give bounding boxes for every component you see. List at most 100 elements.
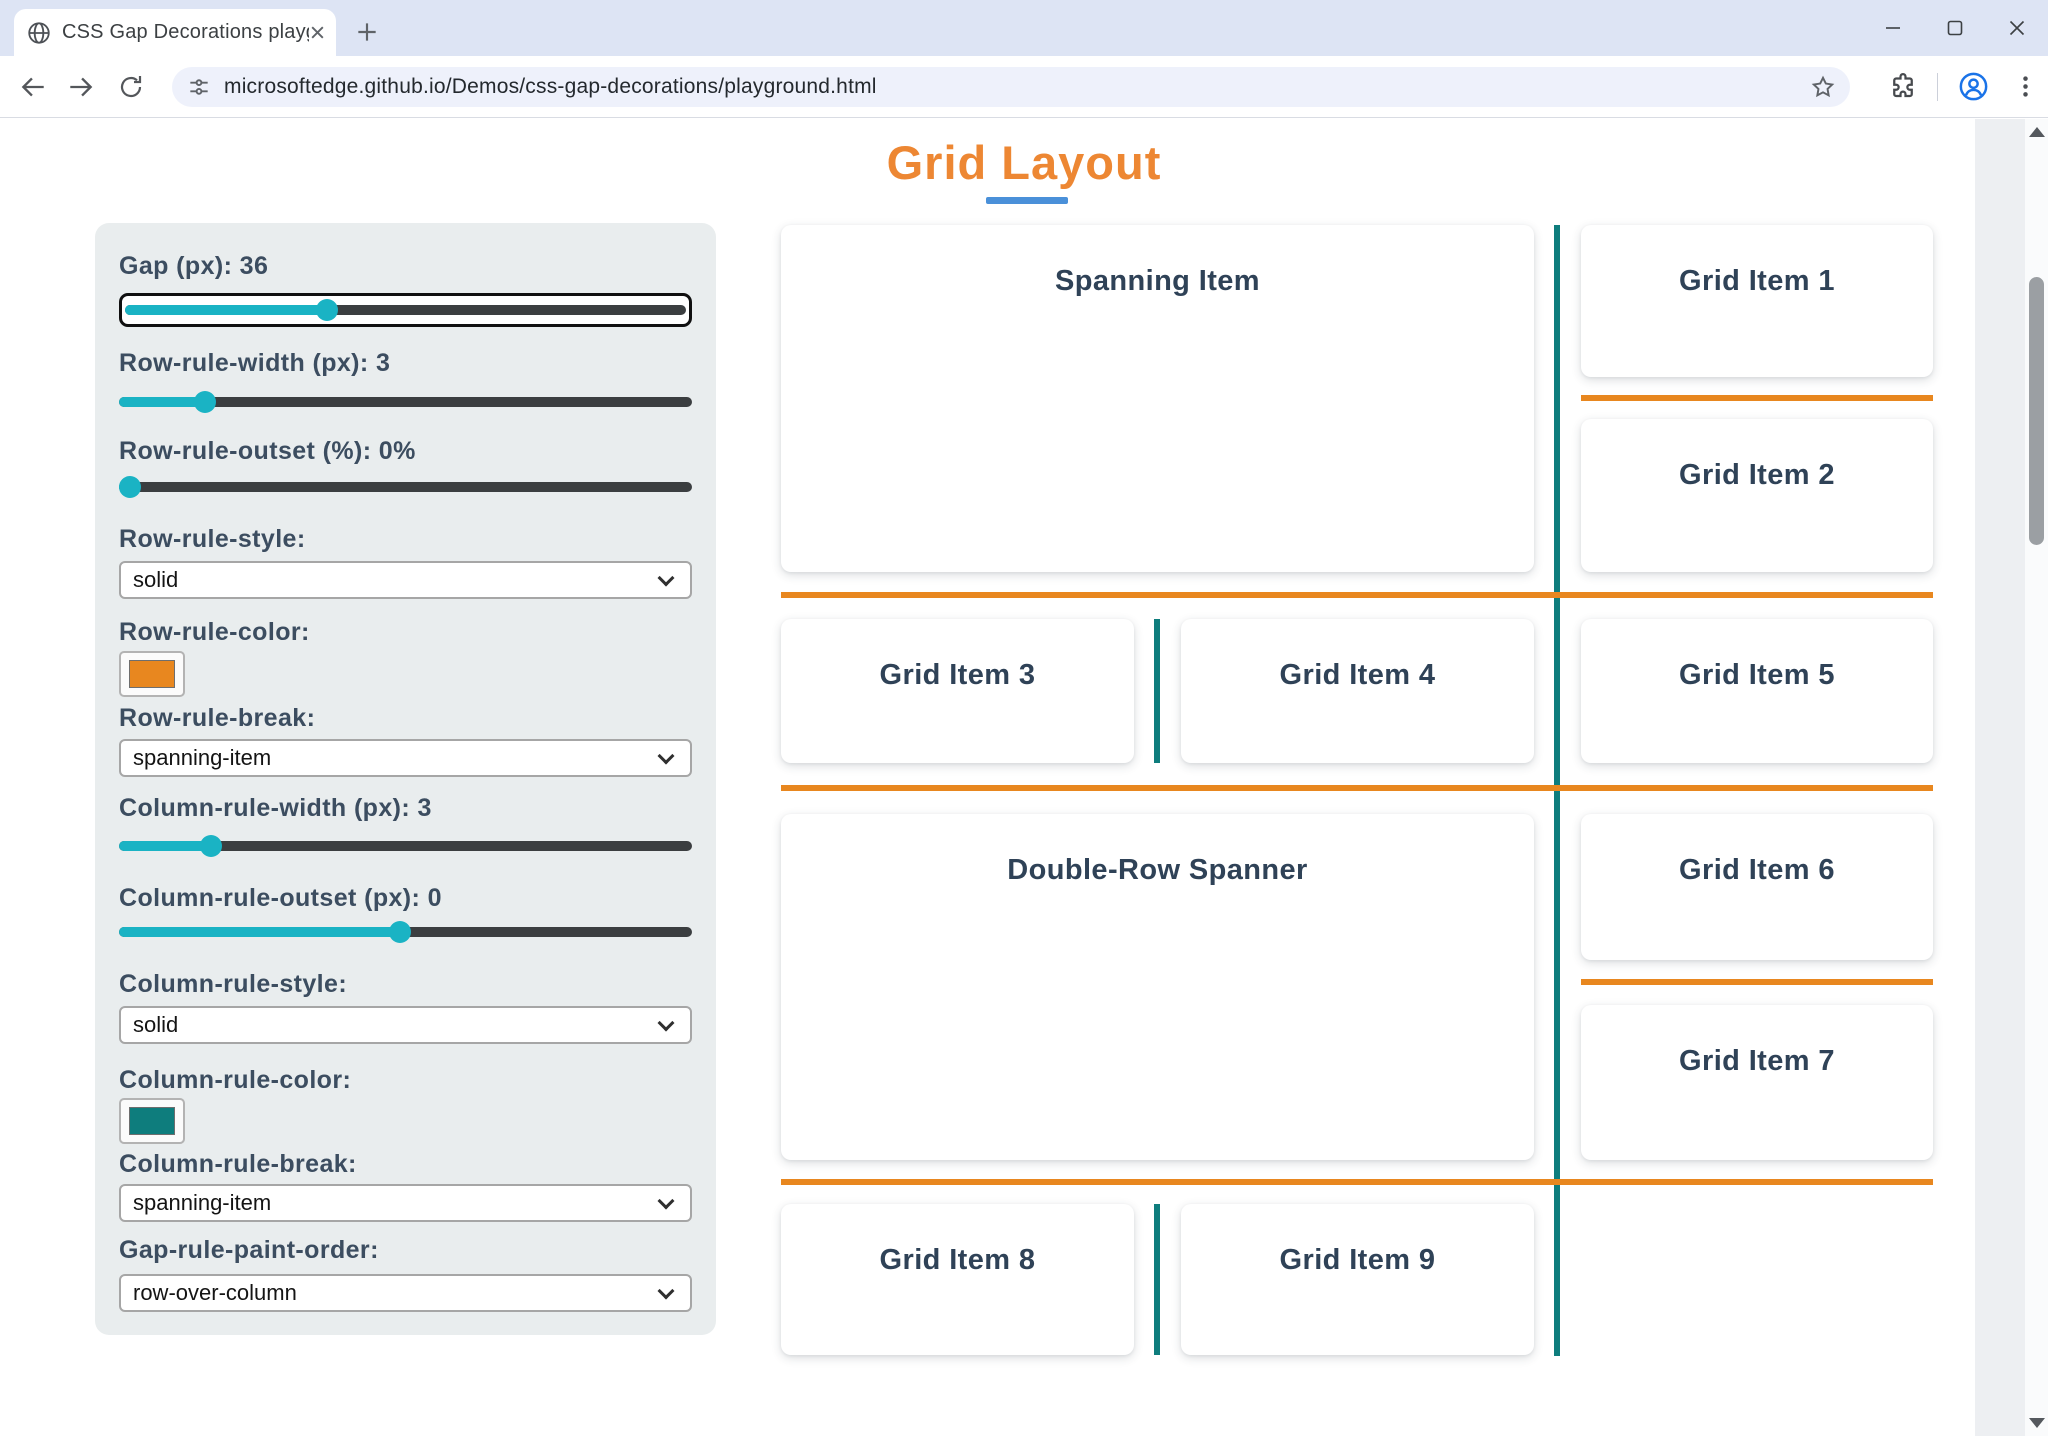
- slider-fill: [119, 927, 400, 937]
- row-rule-color-swatch: [129, 660, 175, 688]
- slider-fill: [119, 397, 205, 407]
- row-rule: [1581, 395, 1933, 401]
- column-rule-break-label: Column-rule-break:: [119, 1150, 357, 1178]
- column-rule: [1154, 619, 1160, 763]
- row-rule-width-slider[interactable]: [119, 390, 692, 414]
- scrollbar-thumb[interactable]: [2029, 277, 2044, 545]
- page-content: Grid Layout Gap (px): 36 Row-rule-width …: [0, 119, 2048, 1436]
- grid-item-label: Grid Item 9: [1279, 1244, 1436, 1276]
- grid-item-label: Grid Item 3: [879, 659, 1036, 691]
- grid-item-2: Grid Item 2: [1581, 419, 1933, 572]
- grid-item-4: Grid Item 4: [1181, 619, 1534, 763]
- slider-thumb[interactable]: [315, 299, 338, 321]
- column-rule-style-select[interactable]: solid: [119, 1006, 692, 1044]
- scrollbar-up-arrow-icon[interactable]: [2029, 127, 2045, 137]
- row-rule: [781, 592, 1933, 598]
- scrollbar-down-arrow-icon[interactable]: [2029, 1418, 2045, 1428]
- row-rule-style-select[interactable]: solid: [119, 561, 692, 599]
- row-rule-width-label: Row-rule-width (px): 3: [119, 349, 391, 377]
- row-rule-break-label: Row-rule-break:: [119, 704, 316, 732]
- column-rule-break-select[interactable]: spanning-item: [119, 1184, 692, 1222]
- column-rule-color-label: Column-rule-color:: [119, 1066, 352, 1094]
- select-value: spanning-item: [133, 745, 272, 770]
- chevron-down-icon: [657, 569, 675, 587]
- grid-item-9: Grid Item 9: [1181, 1204, 1534, 1355]
- back-button[interactable]: [16, 70, 50, 104]
- page-scrollbar[interactable]: [2025, 119, 2048, 1436]
- grid-item-label: Double-Row Spanner: [1007, 854, 1308, 886]
- row-rule: [781, 785, 1933, 791]
- new-tab-button[interactable]: [349, 14, 385, 50]
- slider-track: [119, 397, 692, 407]
- globe-favicon-icon: [26, 20, 52, 46]
- row-rule-break-select[interactable]: spanning-item: [119, 739, 692, 777]
- profile-icon[interactable]: [1957, 70, 1990, 103]
- grid-item-label: Grid Item 5: [1679, 659, 1835, 691]
- slider-thumb[interactable]: [119, 476, 142, 498]
- gap-rule-paint-order-label: Gap-rule-paint-order:: [119, 1236, 379, 1264]
- page-title: Grid Layout: [886, 136, 1162, 189]
- menu-dots-icon[interactable]: [2012, 73, 2039, 100]
- row-rule: [1581, 979, 1933, 985]
- extensions-icon[interactable]: [1888, 71, 1918, 101]
- grid-item-label: Grid Item 1: [1679, 265, 1835, 297]
- slider-fill: [119, 841, 211, 851]
- reload-button[interactable]: [114, 70, 148, 104]
- toolbar-separator: [1937, 73, 1938, 101]
- grid-item-7: Grid Item 7: [1581, 1005, 1933, 1160]
- column-rule-width-label: Column-rule-width (px): 3: [119, 794, 432, 822]
- minimize-button[interactable]: [1862, 0, 1924, 56]
- gap-rule-paint-order-select[interactable]: row-over-column: [119, 1274, 692, 1312]
- chevron-down-icon: [657, 747, 675, 765]
- gap-slider-label: Gap (px): 36: [119, 252, 269, 280]
- grid-item-label: Grid Item 7: [1679, 1045, 1835, 1077]
- slider-thumb[interactable]: [193, 391, 216, 413]
- grid-item-6: Grid Item 6: [1581, 814, 1933, 960]
- grid-item-1: Grid Item 1: [1581, 225, 1933, 377]
- column-rule-width-slider[interactable]: [119, 834, 692, 858]
- grid-item-3: Grid Item 3: [781, 619, 1134, 763]
- site-info-icon[interactable]: [186, 74, 212, 100]
- row-rule-style-label: Row-rule-style:: [119, 525, 306, 553]
- grid-item-spanning: Spanning Item: [781, 225, 1534, 572]
- row-rule-outset-slider[interactable]: [119, 475, 692, 499]
- browser-tab[interactable]: CSS Gap Decorations playgroun: [14, 9, 336, 56]
- grid-item-label: Grid Item 4: [1279, 659, 1436, 691]
- column-rule-outset-slider[interactable]: [119, 920, 692, 944]
- grid-item-double-row-spanner: Double-Row Spanner: [781, 814, 1534, 1160]
- tab-strip: CSS Gap Decorations playgroun: [0, 0, 2048, 56]
- address-bar[interactable]: microsoftedge.github.io/Demos/css-gap-de…: [172, 67, 1850, 107]
- slider-track: [119, 482, 692, 492]
- gap-slider[interactable]: [119, 293, 692, 327]
- grid-item-label: Spanning Item: [1055, 265, 1260, 297]
- controls-panel: Gap (px): 36 Row-rule-width (px): 3 Row-…: [95, 223, 716, 1335]
- tab-title: CSS Gap Decorations playgroun: [62, 21, 309, 43]
- slider-thumb[interactable]: [199, 835, 222, 857]
- url-text[interactable]: microsoftedge.github.io/Demos/css-gap-de…: [224, 75, 877, 98]
- title-underline: [986, 197, 1068, 204]
- select-value: row-over-column: [133, 1280, 297, 1305]
- chevron-down-icon: [657, 1014, 675, 1032]
- row-rule-color-label: Row-rule-color:: [119, 618, 310, 646]
- tab-close-icon[interactable]: [309, 24, 326, 41]
- slider-track: [119, 841, 692, 851]
- maximize-button[interactable]: [1924, 0, 1986, 56]
- chevron-down-icon: [657, 1282, 675, 1300]
- chevron-down-icon: [657, 1192, 675, 1210]
- column-rule-outset-label: Column-rule-outset (px): 0: [119, 884, 442, 912]
- grid-item-label: Grid Item 8: [879, 1244, 1036, 1276]
- page-right-gutter: [1975, 119, 2025, 1436]
- column-rule-color-input[interactable]: [119, 1098, 185, 1144]
- column-rule-color-swatch: [129, 1107, 175, 1135]
- select-value: spanning-item: [133, 1190, 272, 1215]
- browser-toolbar: microsoftedge.github.io/Demos/css-gap-de…: [0, 56, 2048, 118]
- column-rule-style-label: Column-rule-style:: [119, 970, 348, 998]
- slider-track: [125, 305, 686, 315]
- close-window-button[interactable]: [1986, 0, 2048, 56]
- select-value: solid: [133, 567, 179, 592]
- forward-button[interactable]: [64, 70, 98, 104]
- slider-thumb[interactable]: [388, 921, 411, 943]
- row-rule-color-input[interactable]: [119, 651, 185, 697]
- bookmark-star-icon[interactable]: [1810, 74, 1836, 100]
- select-value: solid: [133, 1012, 179, 1037]
